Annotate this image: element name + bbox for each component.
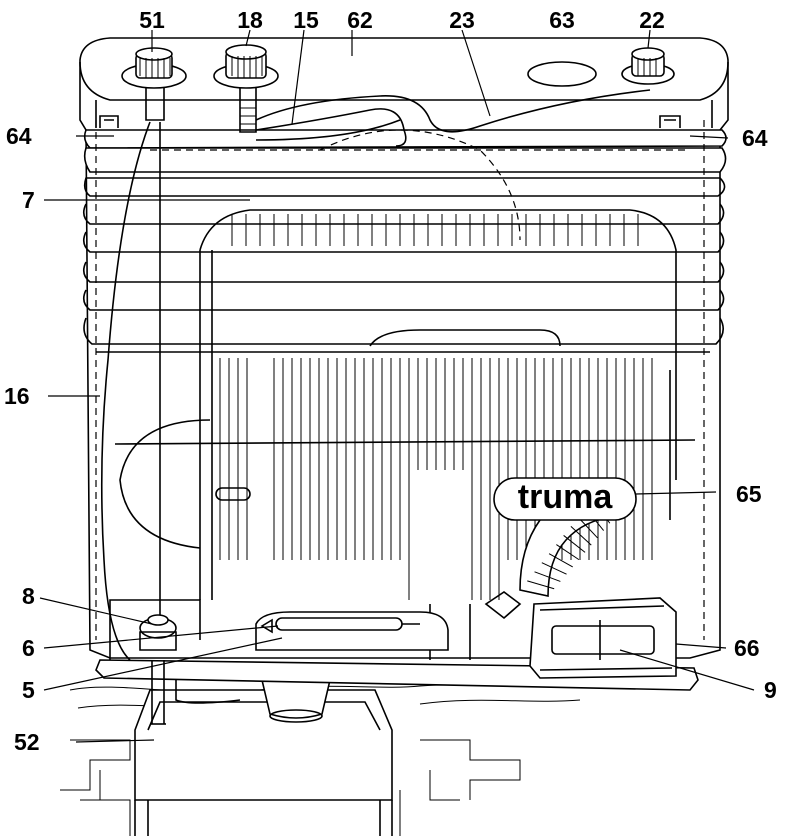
hose-ring bbox=[556, 544, 580, 561]
callout-66: 66 bbox=[734, 635, 760, 661]
knob-18[interactable] bbox=[213, 44, 279, 133]
callout-6: 6 bbox=[22, 635, 35, 661]
truma-logo: truma bbox=[493, 477, 637, 521]
callout-18: 18 bbox=[237, 7, 263, 33]
callout-labels: 51 18 15 62 23 63 22 64 64 7 16 65 8 6 6… bbox=[4, 7, 777, 755]
callout-64-right: 64 bbox=[742, 125, 768, 151]
connector bbox=[484, 591, 522, 620]
callout-62: 62 bbox=[347, 7, 373, 33]
label-area-63 bbox=[527, 61, 597, 87]
drain-box bbox=[134, 679, 393, 836]
callout-16: 16 bbox=[4, 383, 30, 409]
callout-65: 65 bbox=[736, 481, 762, 507]
hose-ring bbox=[534, 571, 561, 582]
callout-5: 5 bbox=[22, 677, 35, 703]
callout-64-left: 64 bbox=[6, 123, 32, 149]
drain-pipe-52 bbox=[150, 660, 241, 725]
hose-ring bbox=[527, 580, 555, 590]
hose-ring bbox=[548, 553, 573, 568]
bracket-left bbox=[99, 115, 119, 128]
hose-ring bbox=[570, 525, 592, 546]
callout-52: 52 bbox=[14, 729, 40, 755]
hose-ring bbox=[519, 589, 549, 597]
bracket-right bbox=[659, 115, 681, 128]
hose-ring bbox=[541, 562, 567, 575]
callout-63: 63 bbox=[549, 7, 575, 33]
hose-ring bbox=[563, 535, 586, 553]
knob-22[interactable] bbox=[621, 47, 675, 85]
callout-51: 51 bbox=[139, 7, 165, 33]
callout-8: 8 bbox=[22, 583, 35, 609]
ignition-electrode bbox=[255, 611, 449, 651]
truma-logo-text: truma bbox=[518, 478, 614, 516]
callout-15: 15 bbox=[293, 7, 319, 33]
callout-9: 9 bbox=[764, 677, 777, 703]
knob-51[interactable] bbox=[121, 47, 187, 121]
callout-23: 23 bbox=[449, 7, 475, 33]
control-box-66 bbox=[529, 597, 677, 679]
callout-7: 7 bbox=[22, 187, 35, 213]
callout-22: 22 bbox=[639, 7, 665, 33]
leader-lines bbox=[39, 29, 755, 743]
